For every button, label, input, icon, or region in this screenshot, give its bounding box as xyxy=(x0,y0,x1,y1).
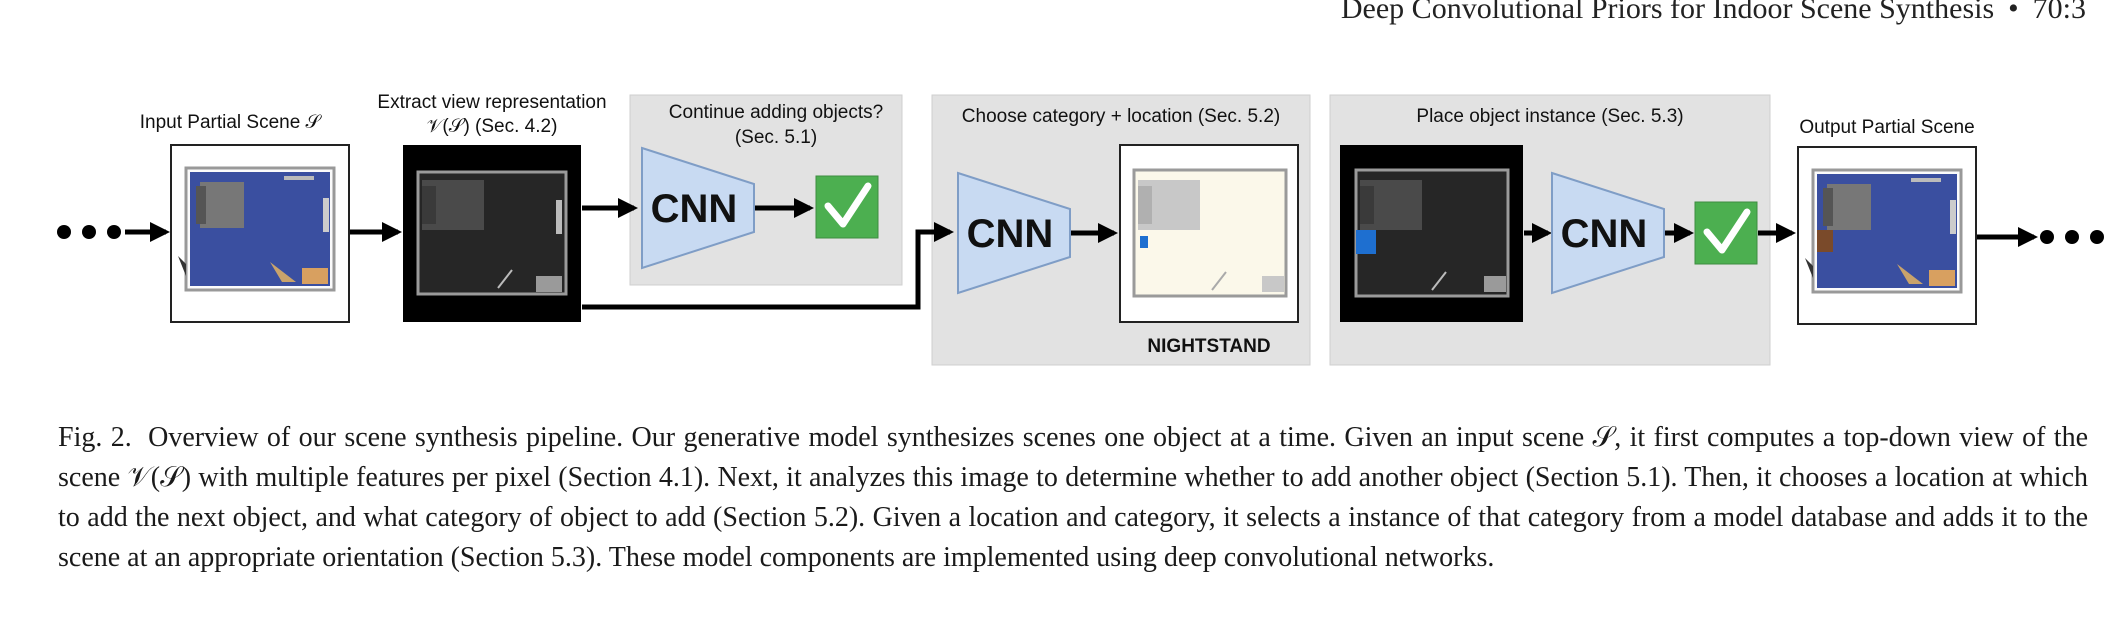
choose-label: Choose category + location (Sec. 5.2) xyxy=(962,106,1280,127)
leading-ellipsis xyxy=(57,225,121,239)
place-input-image xyxy=(1340,145,1523,322)
input-scene-image xyxy=(170,144,350,323)
cnn-block-instance: CNN xyxy=(1551,171,1665,295)
cnn-block-continue: CNN xyxy=(641,146,755,270)
place-label: Place object instance (Sec. 5.3) xyxy=(1416,106,1683,127)
output-scene-image xyxy=(1797,146,1977,325)
continue-label-line2: (Sec. 5.1) xyxy=(735,127,817,148)
figure-caption: Fig. 2. Overview of our scene synthesis … xyxy=(58,418,2088,578)
extract-label-line1: Extract view representation xyxy=(377,92,606,113)
cnn-label-instance: CNN xyxy=(1561,212,1648,256)
header-title: Deep Convolutional Priors for Indoor Sce… xyxy=(1340,0,1995,25)
output-scene-label: Output Partial Scene xyxy=(1799,117,1974,138)
cnn-label-continue: CNN xyxy=(651,187,738,231)
category-location-image xyxy=(1119,144,1299,323)
trailing-ellipsis xyxy=(2040,230,2104,244)
checkmark-icon xyxy=(1694,201,1758,265)
page-number: 70:3 xyxy=(2032,0,2086,25)
cnn-block-category: CNN xyxy=(957,171,1071,295)
running-header: Deep Convolutional Priors for Indoor Sce… xyxy=(1341,0,2086,26)
category-label: NIGHTSTAND xyxy=(1147,336,1270,357)
input-scene-label: Input Partial Scene 𝒮 xyxy=(140,112,323,133)
extract-label-line2: 𝒱(𝒮) (Sec. 4.2) xyxy=(427,116,558,137)
cnn-label-category: CNN xyxy=(967,212,1054,256)
checkmark-icon xyxy=(815,175,879,239)
continue-label-line1: Continue adding objects? xyxy=(669,102,883,123)
caption-text: Overview of our scene synthesis pipeline… xyxy=(58,422,2088,573)
view-representation-image xyxy=(403,145,581,322)
header-separator: • xyxy=(2008,0,2019,25)
pipeline-figure: Input Partial Scene 𝒮 Extract view repre… xyxy=(57,92,2104,366)
caption-label: Fig. 2. xyxy=(58,422,132,453)
